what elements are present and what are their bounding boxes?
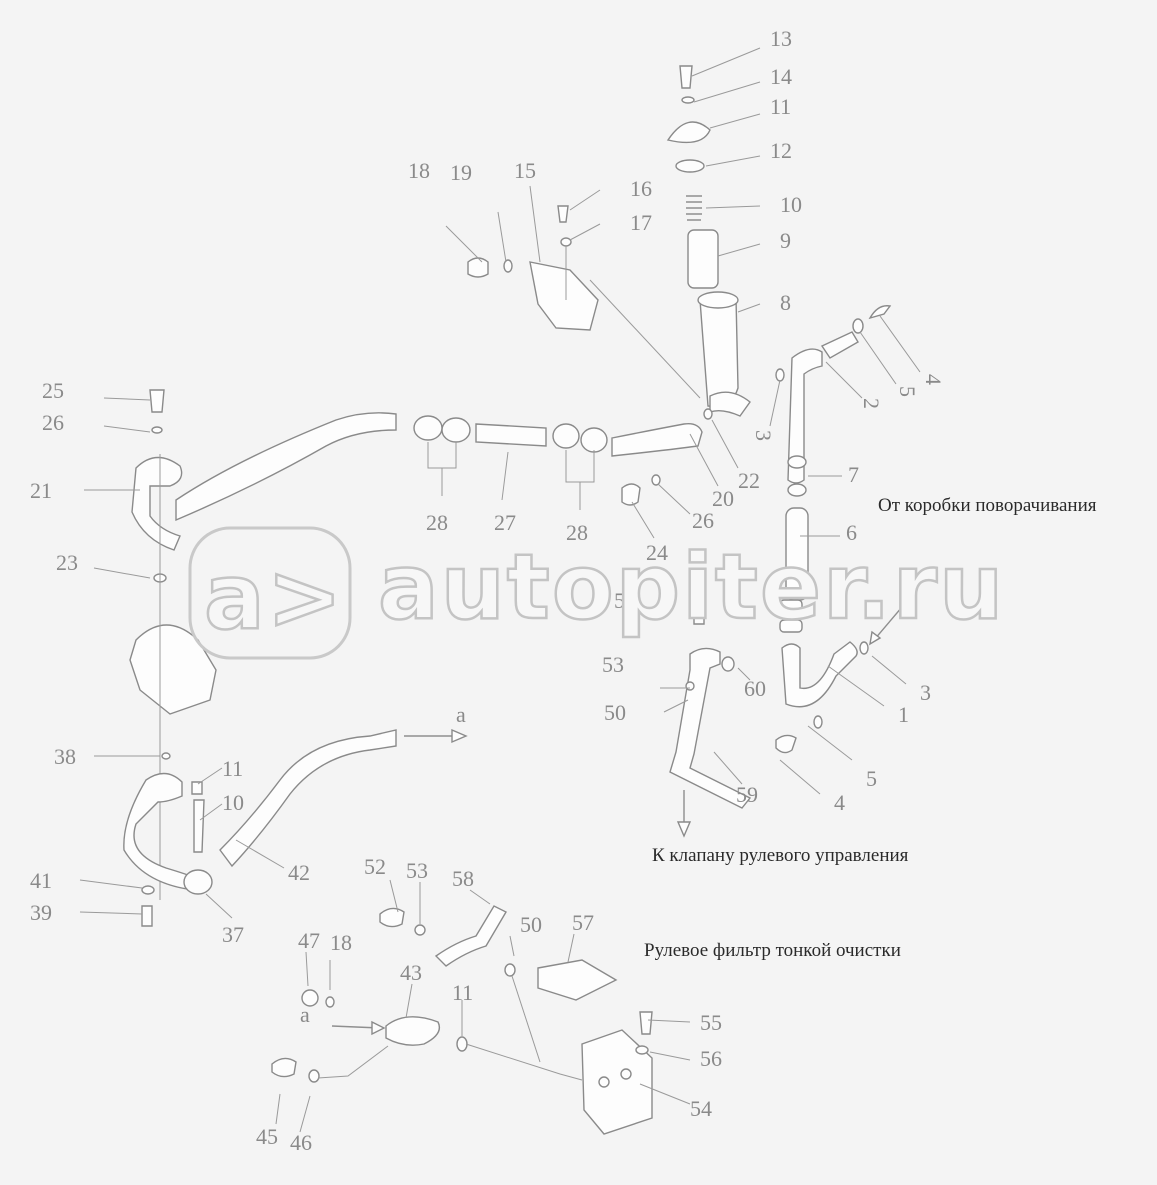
- part-number: 52: [364, 854, 386, 879]
- part-number: 11: [770, 94, 791, 119]
- part-number: 41: [30, 868, 52, 893]
- watermark-logo-glyph: a>: [204, 545, 344, 650]
- caption-fine-filter: Рулевое фильтр тонкой очистки: [644, 940, 901, 961]
- part-number: 15: [514, 158, 536, 183]
- fine-filter-assembly: [271, 905, 653, 1135]
- part-number: 46: [290, 1130, 312, 1155]
- part-number: 53: [602, 652, 624, 677]
- watermark: a> autopiter.ru: [188, 526, 1005, 660]
- part-number: 28: [426, 510, 448, 535]
- part-number: 50: [604, 700, 626, 725]
- part-number: 37: [222, 922, 244, 947]
- part-number: 23: [56, 550, 78, 575]
- part-number: 21: [30, 478, 52, 503]
- part-number: 3: [920, 680, 931, 705]
- part-number: 5: [866, 766, 877, 791]
- part-number: 17: [630, 210, 652, 235]
- filter-assembly: [666, 65, 751, 417]
- bracket-assembly: [467, 205, 701, 399]
- part-number: 42: [288, 860, 310, 885]
- leader-lines: [79, 47, 921, 1133]
- part-number: 38: [54, 744, 76, 769]
- part-number: 56: [700, 1046, 722, 1071]
- part-number: 11: [452, 980, 473, 1005]
- part-number: а: [300, 1002, 310, 1027]
- part-number: 47: [298, 928, 320, 953]
- part-number: 18: [330, 930, 352, 955]
- caption-to-steering-valve: К клапану рулевого управления: [652, 845, 909, 866]
- part-number: а: [456, 702, 466, 727]
- part-number: 8: [780, 290, 791, 315]
- captions: От коробки поворачивания К клапану рулев…: [644, 495, 1097, 961]
- part-number: 18: [408, 158, 430, 183]
- part-number: 54: [690, 1096, 712, 1121]
- watermark-text: autopiter.ru: [378, 535, 1005, 640]
- part-number: 7: [848, 462, 859, 487]
- part-number: 43: [400, 960, 422, 985]
- part-number: 14: [770, 64, 792, 89]
- part-number: 19: [450, 160, 472, 185]
- part-number: 4: [921, 374, 946, 385]
- part-number: 57: [572, 910, 594, 935]
- part-number: 22: [738, 468, 760, 493]
- part-number: 51: [614, 588, 636, 613]
- part-number: 55: [700, 1010, 722, 1035]
- part-number: 59: [736, 782, 758, 807]
- part-number: 11: [222, 756, 243, 781]
- part-number: 10: [780, 192, 802, 217]
- part-number: 60: [744, 676, 766, 701]
- caption-from-steering-box: От коробки поворачивания: [878, 495, 1097, 516]
- part-number: 12: [770, 138, 792, 163]
- part-number: 45: [256, 1124, 278, 1149]
- part-number: 13: [770, 26, 792, 51]
- part-number: 10: [222, 790, 244, 815]
- part-number: 26: [692, 508, 714, 533]
- part-number: 27: [494, 510, 516, 535]
- part-number: 58: [452, 866, 474, 891]
- part-number: 6: [846, 520, 857, 545]
- part-number: 4: [834, 790, 845, 815]
- part-number: 9: [780, 228, 791, 253]
- part-number: 25: [42, 378, 64, 403]
- part-number: 24: [646, 540, 668, 565]
- main-hose-line: [175, 408, 713, 522]
- part-number: 20: [712, 486, 734, 511]
- part-number: 53: [406, 858, 428, 883]
- watermark-logo-box: [188, 526, 352, 660]
- fittings-top-right: [775, 305, 892, 754]
- part-number: 3: [751, 430, 776, 441]
- part-number: 50: [520, 912, 542, 937]
- part-number: 39: [30, 900, 52, 925]
- pump-assembly: [123, 389, 468, 927]
- part-number: 1: [898, 702, 909, 727]
- part-number: 5: [895, 386, 920, 397]
- flow-arrows: [331, 599, 909, 1036]
- part-number-labels: 13 14 11 12 10 9 8 16 17 18 19 15 4 5 2 …: [30, 26, 946, 1155]
- part-number: 28: [566, 520, 588, 545]
- part-number: 16: [630, 176, 652, 201]
- part-number: 2: [859, 398, 884, 409]
- part-number: 26: [42, 410, 64, 435]
